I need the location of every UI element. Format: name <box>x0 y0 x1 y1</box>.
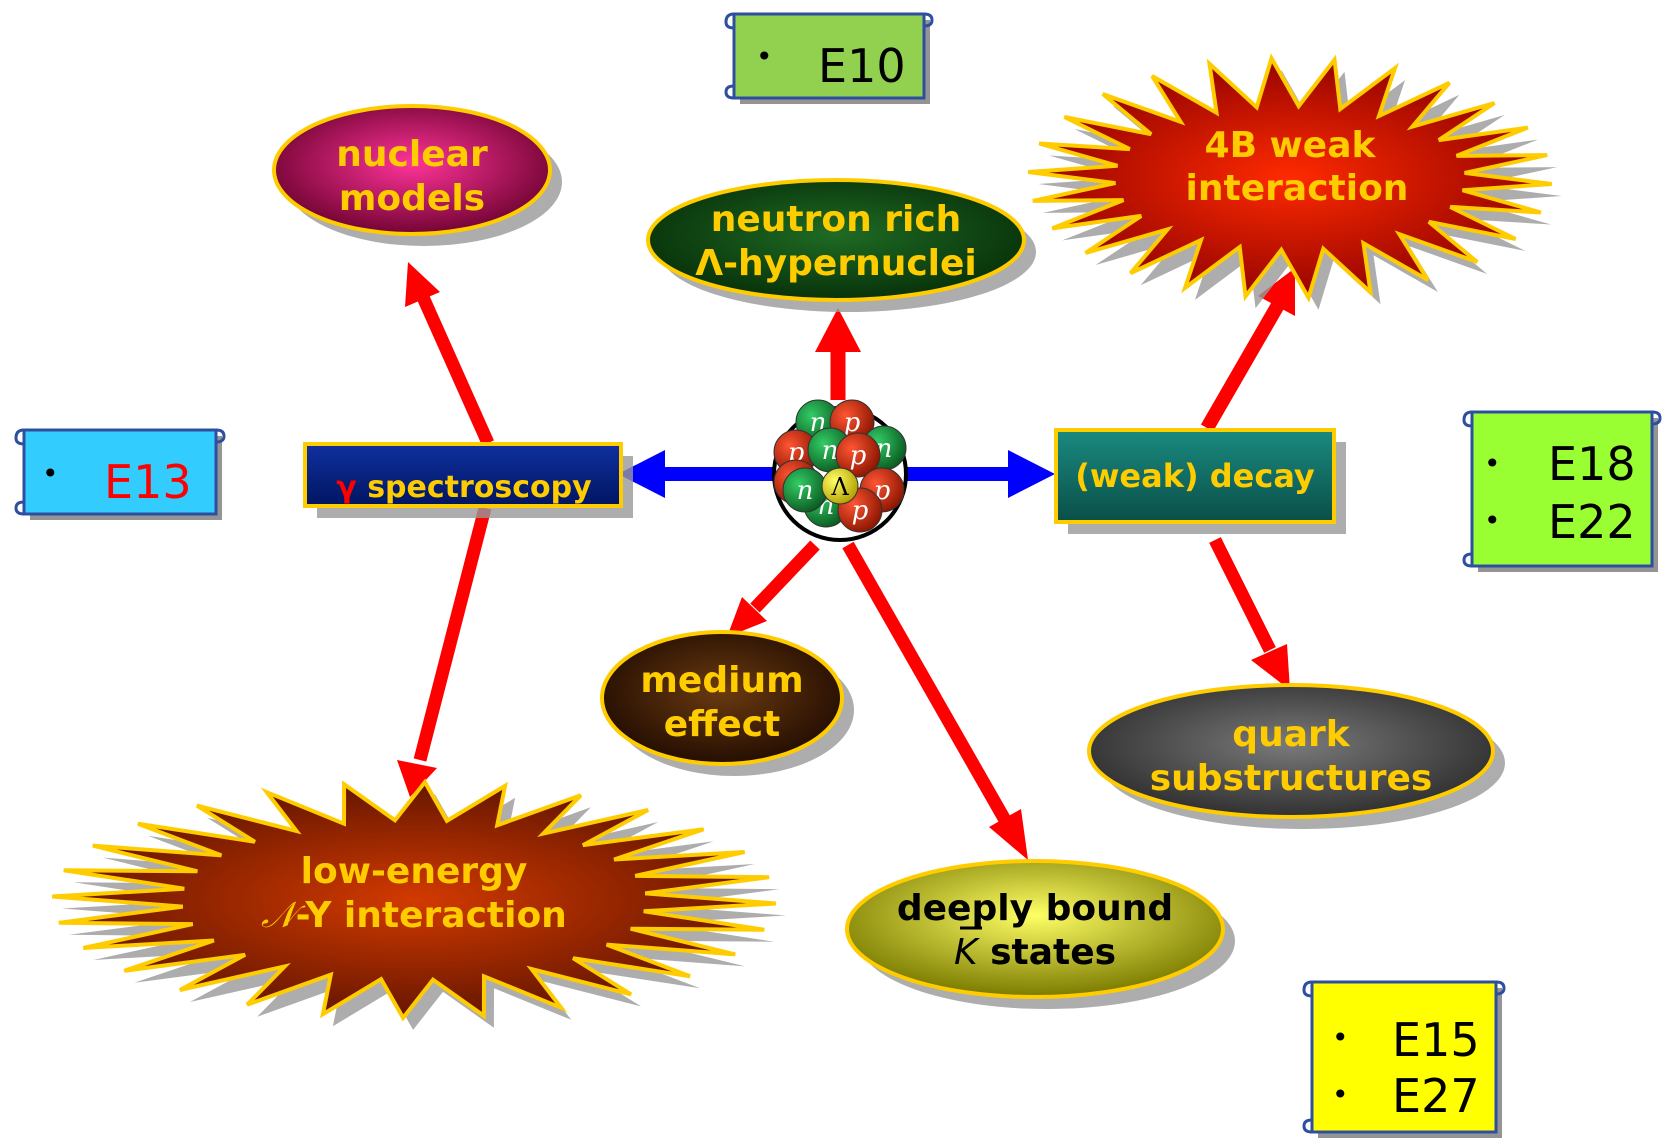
bullet: • <box>1332 1078 1349 1111</box>
arrow-to-nuclear-models <box>405 262 494 446</box>
experiment-label: E27 <box>1392 1069 1480 1123</box>
bullet: • <box>42 457 59 490</box>
node-nuclear-models: nuclear models <box>272 104 562 246</box>
node-label: deeply bound <box>897 888 1173 929</box>
node-label: low-energy <box>301 851 528 892</box>
experiment-label: E13 <box>104 455 192 509</box>
nucleon-label: p <box>852 496 869 526</box>
scroll-e15-e27: • E15 • E27 <box>1302 980 1506 1138</box>
node-4b-weak-interaction: 4B weak interaction <box>1028 53 1562 310</box>
node-label: 4B weak <box>1205 125 1377 166</box>
arrow-to-deeply-bound <box>842 541 1028 860</box>
experiment-label: E22 <box>1548 495 1636 549</box>
node-label: γ spectroscopy <box>336 470 592 505</box>
node-low-energy-interaction: low-energy 𝒩-Y interaction <box>52 778 786 1030</box>
arrow-to-quark <box>1209 537 1290 690</box>
node-label: neutron rich <box>711 199 962 240</box>
arrow-to-neutron-rich <box>815 308 861 400</box>
nucleon-label: n <box>822 436 839 466</box>
node-gamma-spectroscopy: γ spectroscopy <box>303 442 633 518</box>
node-label: models <box>339 178 485 219</box>
node-deeply-bound: deeply bound K states <box>845 859 1235 1009</box>
node-neutron-rich: neutron rich Λ-hypernuclei <box>646 178 1036 312</box>
node-quark-substructures: quark substructures <box>1087 683 1505 829</box>
node-weak-decay: (weak) decay <box>1054 428 1346 534</box>
node-label: K states <box>954 932 1116 973</box>
node-label: interaction <box>1186 168 1409 209</box>
node-label: nuclear <box>336 134 488 175</box>
experiment-label: E15 <box>1392 1013 1480 1067</box>
bullet: • <box>1484 447 1501 480</box>
bullet: • <box>1332 1021 1349 1054</box>
lambda-label: Λ <box>830 473 849 501</box>
arrow-to-gamma <box>618 450 778 498</box>
arrow-to-4b-weak <box>1200 268 1295 432</box>
node-label: substructures <box>1150 758 1433 799</box>
node-label: 𝒩-Y interaction <box>261 895 567 936</box>
experiment-label: E10 <box>818 39 906 93</box>
node-label: quark <box>1232 714 1350 755</box>
scroll-e13: • E13 <box>14 428 226 520</box>
lambda-particle <box>821 467 859 505</box>
arrow-to-weak-decay <box>903 450 1055 498</box>
nucleon-label: p <box>844 408 861 438</box>
node-medium-effect: medium effect <box>600 630 854 776</box>
arrow-to-medium <box>727 540 820 637</box>
experiment-label: E18 <box>1548 437 1636 491</box>
proton <box>835 432 881 478</box>
scroll-e18-e22: • E18 • E22 <box>1462 410 1662 572</box>
hypernucleus-icon: nppnnpppnpnΛ <box>772 399 908 542</box>
bullet: • <box>756 40 773 73</box>
node-label: Λ-hypernuclei <box>695 243 977 284</box>
node-label: (weak) decay <box>1075 457 1315 495</box>
arrow-to-low-energy <box>397 506 492 797</box>
node-label: medium <box>640 660 803 701</box>
node-label: effect <box>664 704 781 745</box>
scroll-e10: • E10 <box>724 12 934 104</box>
nucleon-label: n <box>797 476 814 506</box>
nucleon-label: p <box>850 441 867 471</box>
bullet: • <box>1484 504 1501 537</box>
